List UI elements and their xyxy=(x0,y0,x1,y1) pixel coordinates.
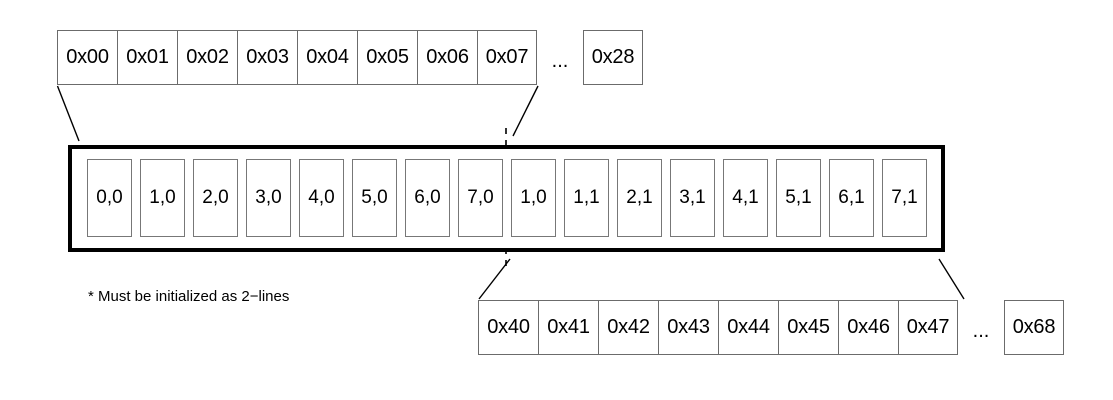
address-cell: 0x06 xyxy=(417,30,477,85)
buffer-cell: 7,0 xyxy=(458,159,503,237)
address-cell-trailing: 0x28 xyxy=(583,30,643,85)
buffer-cell: 4,0 xyxy=(299,159,344,237)
address-cell: 0x42 xyxy=(598,300,658,355)
connector-top-left xyxy=(56,85,80,142)
buffer-cell: 3,0 xyxy=(246,159,291,237)
connector-bottom-right xyxy=(938,258,965,300)
connector-top-right xyxy=(512,85,539,137)
address-cell: 0x03 xyxy=(237,30,297,85)
address-cell: 0x40 xyxy=(478,300,538,355)
buffer-cell: 4,1 xyxy=(723,159,768,237)
address-cell: 0x00 xyxy=(57,30,117,85)
address-cell: 0x45 xyxy=(778,300,838,355)
address-cell: 0x04 xyxy=(297,30,357,85)
buffer-cell: 1,0 xyxy=(511,159,556,237)
buffer-cell: 5,0 xyxy=(352,159,397,237)
address-cell: 0x46 xyxy=(838,300,898,355)
address-cell-trailing: 0x68 xyxy=(1004,300,1064,355)
address-cell: 0x02 xyxy=(177,30,237,85)
address-ellipsis: ... xyxy=(551,50,569,72)
footnote-text: * Must be initialized as 2−lines xyxy=(88,288,290,305)
buffer-cell: 5,1 xyxy=(776,159,821,237)
buffer-cell: 1,0 xyxy=(140,159,185,237)
address-cell: 0x47 xyxy=(898,300,958,355)
buffer-cell: 0,0 xyxy=(87,159,132,237)
buffer-cell: 6,1 xyxy=(829,159,874,237)
buffer-cell: 3,1 xyxy=(670,159,715,237)
address-cell: 0x05 xyxy=(357,30,417,85)
buffer-cell: 6,0 xyxy=(405,159,450,237)
line-1-address-row: 0x40 0x41 0x42 0x43 0x44 0x45 0x46 0x47 … xyxy=(478,300,1064,355)
address-cell: 0x44 xyxy=(718,300,778,355)
address-cell: 0x07 xyxy=(477,30,537,85)
buffer-cell: 1,1 xyxy=(564,159,609,237)
buffer-cell: 2,0 xyxy=(193,159,238,237)
two-line-buffer-cells: 0,0 1,0 2,0 3,0 4,0 5,0 6,0 7,0 1,0 1,1 … xyxy=(87,159,927,237)
address-cell: 0x01 xyxy=(117,30,177,85)
buffer-cell: 2,1 xyxy=(617,159,662,237)
line-0-address-row: 0x00 0x01 0x02 0x03 0x04 0x05 0x06 0x07 … xyxy=(57,30,643,85)
address-cell: 0x41 xyxy=(538,300,598,355)
address-cell: 0x43 xyxy=(658,300,718,355)
connector-bottom-left xyxy=(478,258,511,300)
address-ellipsis: ... xyxy=(972,320,990,342)
buffer-cell: 7,1 xyxy=(882,159,927,237)
